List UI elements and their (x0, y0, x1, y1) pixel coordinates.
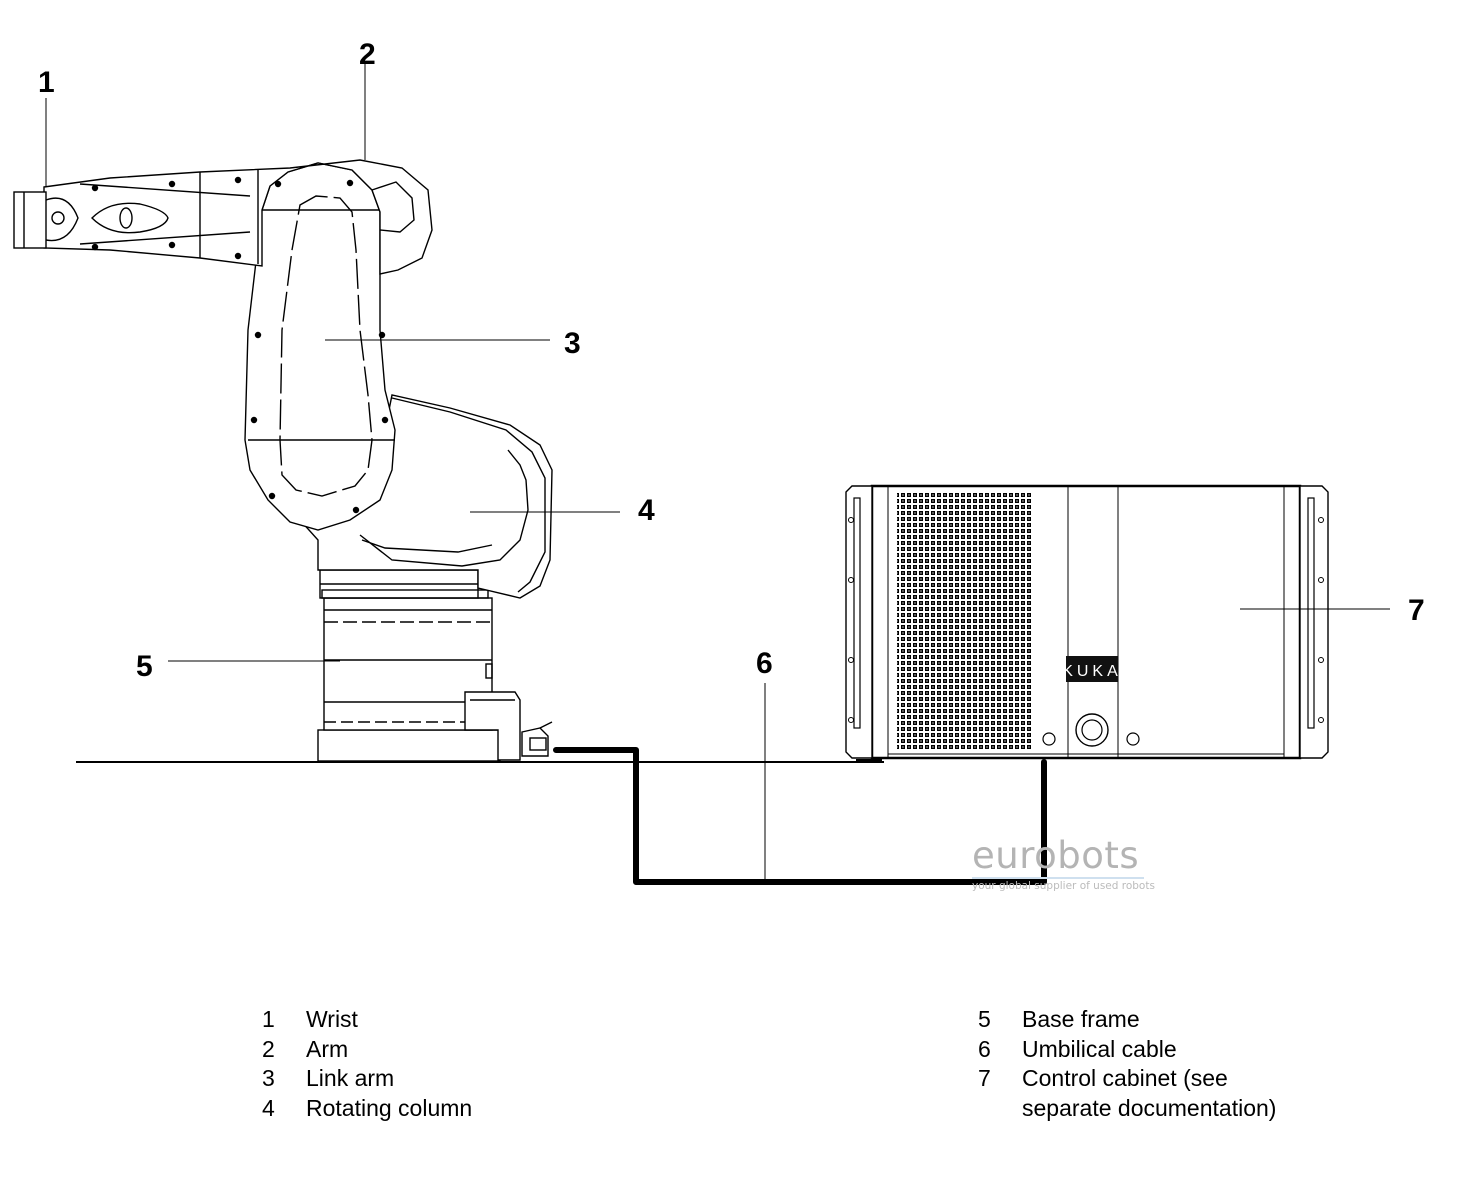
control-cabinet (845, 484, 1390, 761)
legend-label: Link arm (306, 1065, 395, 1091)
legend-label: separate documentation) (1022, 1094, 1277, 1121)
legend-right: 5 Base frame 6 Umbilical cable 7 Control… (978, 1005, 1318, 1123)
legend-left: 1 Wrist 2 Arm 3 Link arm 4 Rotating colu… (262, 1005, 562, 1123)
callout-2: 2 (359, 38, 376, 71)
arm (43, 62, 433, 275)
cabinet-vent-grille (897, 493, 1033, 749)
callout-4: 4 (638, 494, 655, 527)
base-frame (317, 597, 553, 762)
legend-number: 1 (262, 1006, 275, 1032)
cabinet-logo: KUKA (1062, 663, 1122, 680)
legend-label: Wrist (306, 1006, 358, 1032)
legend-item: 5 Base frame (978, 1005, 1318, 1035)
legend-label: Base frame (1022, 1006, 1140, 1032)
wrist (13, 98, 169, 249)
watermark-brand: eurobots (972, 834, 1140, 877)
legend-label: Rotating column (306, 1094, 473, 1121)
callout-5: 5 (136, 650, 153, 683)
watermark-tagline: your global supplier of used robots (972, 880, 1155, 892)
legend-number: 3 (262, 1065, 275, 1091)
watermark-bar (972, 877, 1144, 879)
callout-1: 1 (38, 66, 55, 99)
legend-number (978, 1094, 1022, 1124)
legend-number: 2 (262, 1035, 275, 1062)
eurobots-watermark: eurobots your global supplier of used ro… (972, 834, 1155, 892)
legend-label: Umbilical cable (1022, 1035, 1177, 1062)
link-arm (244, 162, 550, 531)
legend-label: Control cabinet (see (1022, 1065, 1228, 1091)
legend-item: separate documentation) (978, 1094, 1318, 1124)
legend-item: 6 Umbilical cable (978, 1035, 1318, 1065)
callout-7: 7 (1408, 594, 1425, 627)
robot (13, 62, 620, 762)
indicator-lamp-left-icon (1042, 732, 1056, 746)
legend-item: 7 Control cabinet (see (978, 1064, 1318, 1094)
umbilical-cable (553, 747, 1047, 885)
legend-item: 2 Arm (262, 1035, 562, 1065)
main-switch-icon (1075, 713, 1109, 747)
legend-number: 7 (978, 1065, 991, 1091)
legend-number: 6 (978, 1035, 991, 1062)
cabinet-logo-plate (1066, 656, 1118, 682)
legend-number: 5 (978, 1006, 991, 1032)
callout-6: 6 (756, 647, 773, 680)
legend-number: 4 (262, 1094, 275, 1121)
legend-item: 4 Rotating column (262, 1094, 562, 1124)
legend-item: 3 Link arm (262, 1064, 562, 1094)
legend-item: 1 Wrist (262, 1005, 562, 1035)
rotating-column (298, 394, 620, 599)
callout-3: 3 (564, 327, 581, 360)
indicator-lamp-right-icon (1126, 732, 1140, 746)
legend-label: Arm (306, 1035, 349, 1062)
